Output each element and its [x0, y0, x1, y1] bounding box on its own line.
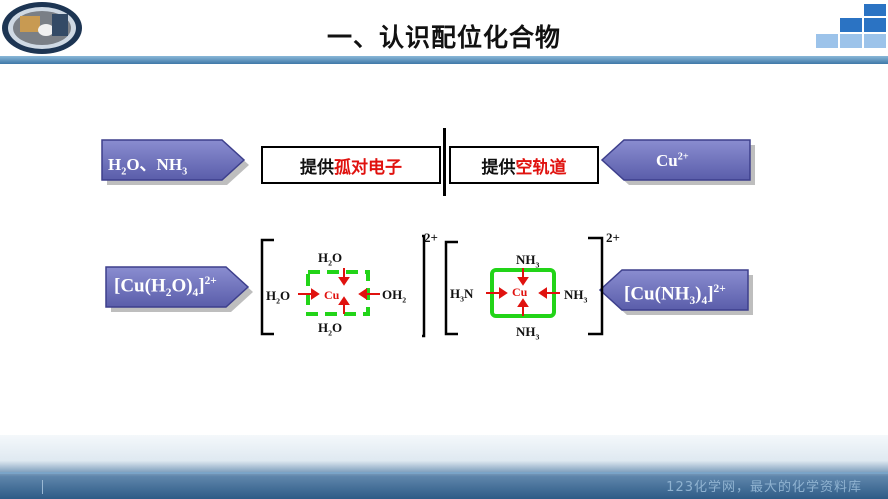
aqua-ligand-top: H2O: [318, 250, 343, 268]
ammine-ligand-left: H3N: [450, 286, 474, 304]
ammine-center-metal: Cu: [512, 285, 528, 299]
corner-squares-decoration: [812, 0, 888, 56]
aqua-ligand-bottom: H2O: [318, 320, 343, 338]
ligand-arrow-shape: [101, 139, 249, 185]
metal-ion-arrow-shape: [600, 139, 755, 185]
ammine-complex-arrow-shape: [598, 269, 753, 315]
aqua-charge: 2+: [424, 230, 438, 245]
ammine-ligand-top: NH3: [516, 252, 540, 270]
watermark: 123化学网，最大的化学资料库: [666, 480, 862, 495]
aqua-ligand-right: OH2: [382, 287, 407, 305]
logo-icon: [2, 2, 82, 54]
empty-orbital-box: 提供空轨道: [449, 146, 599, 184]
aqua-complex-structure: H2O Cu H2O OH2 H2O: [258, 232, 433, 340]
aqua-ligand-left: H2O: [266, 288, 291, 306]
header-bar: [0, 56, 888, 64]
aqua-complex-arrow-shape: [105, 266, 253, 312]
page-title: 一、认识配位化合物: [326, 23, 561, 52]
aqua-complex-brackets: [260, 234, 426, 338]
aqua-complex-label: [Cu(H2O)4]2+: [114, 275, 217, 300]
header: [0, 0, 888, 60]
footer-divider: [0, 472, 888, 474]
ammine-complex-brackets: [444, 236, 604, 336]
footer-tick: [42, 480, 43, 494]
ammine-ligand-right: NH3: [564, 287, 588, 305]
ammine-ligand-bottom: NH3: [516, 324, 540, 342]
ammine-charge: 2+: [606, 230, 620, 245]
footer: [0, 435, 888, 499]
lone-pair-box: 提供孤对电子: [261, 146, 441, 184]
ligand-label: H2O、NH3: [108, 155, 188, 178]
metal-ion-label: Cu2+: [656, 151, 689, 170]
ammine-complex-structure: NH3 Cu H3N NH3 NH3: [440, 232, 610, 342]
center-divider: [443, 128, 446, 196]
aqua-center-metal: Cu: [324, 288, 340, 302]
ammine-complex-label: [Cu(NH3)4]2+: [624, 283, 726, 308]
